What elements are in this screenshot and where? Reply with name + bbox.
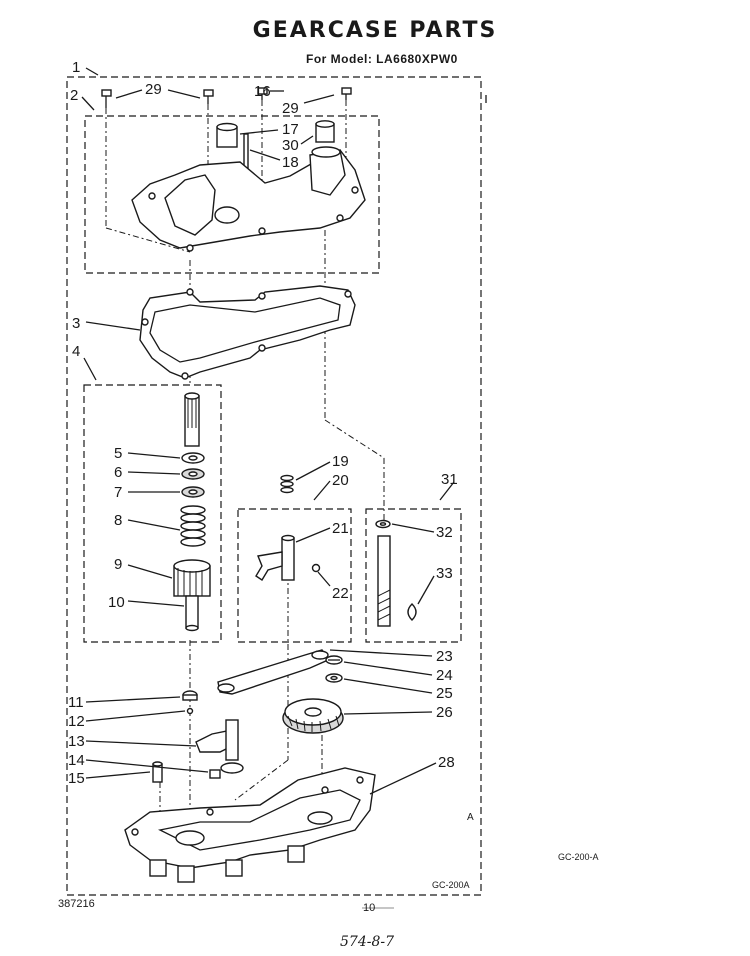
callout-18: 18 [282, 154, 299, 171]
callout-1: 1 [72, 59, 80, 76]
callout-12: 12 [68, 713, 85, 730]
shifter-lever [217, 649, 330, 695]
spring-19 [280, 474, 294, 494]
callout-24: 24 [436, 667, 453, 684]
pin-15 [152, 761, 163, 783]
figure-letter: A [467, 812, 474, 823]
callout-29-left: 29 [145, 81, 162, 98]
washer-6 [181, 468, 205, 480]
callout-21: 21 [332, 520, 349, 537]
page-title: GEARCASE PARTS [252, 18, 498, 43]
bushing-17 [216, 122, 238, 148]
clip-33 [407, 603, 417, 621]
callout-14: 14 [68, 752, 85, 769]
callout-29-right: 29 [282, 100, 299, 117]
worm-shaft-box [365, 508, 462, 643]
callout-33: 33 [436, 565, 453, 582]
figure-code-outer: GC-200-A [558, 852, 599, 862]
gasket [139, 285, 356, 379]
callout-19: 19 [332, 453, 349, 470]
model-line: For Model: LA6680XPW0 [306, 52, 458, 66]
bushing-30 [315, 120, 335, 143]
washer-25 [325, 673, 343, 683]
shaft-splined [184, 392, 200, 447]
pin-22 [311, 563, 321, 573]
callout-5: 5 [114, 445, 122, 462]
callout-16: 16 [254, 83, 271, 100]
callout-4: 4 [72, 343, 80, 360]
spring-8 [180, 505, 206, 547]
bushing-24 [325, 655, 343, 665]
shaft-assembly-box [83, 384, 222, 643]
screw-16 [257, 87, 268, 100]
washer-7 [181, 486, 205, 498]
cover-assembly-box [84, 115, 380, 274]
gearcase-base [124, 767, 376, 883]
bearing-11 [182, 690, 198, 701]
callout-13: 13 [68, 733, 85, 750]
callout-7: 7 [114, 484, 122, 501]
page-number: 10 [363, 902, 376, 914]
callout-22: 22 [332, 585, 349, 602]
screw-29-right [341, 87, 352, 100]
callout-30: 30 [282, 137, 299, 154]
callout-10: 10 [108, 594, 125, 611]
ball-12 [186, 707, 194, 715]
shifter-assembly-box [237, 508, 352, 643]
worm-shaft [377, 535, 391, 627]
handwritten-note: 574-8-7 [340, 934, 394, 950]
callout-32: 32 [436, 524, 453, 541]
callout-28: 28 [438, 754, 455, 771]
callout-11: 11 [68, 694, 84, 711]
document-number: 387216 [58, 898, 95, 910]
washer-5 [181, 452, 205, 464]
shifter-fork [255, 534, 295, 581]
callout-9: 9 [114, 556, 122, 573]
callout-8: 8 [114, 512, 122, 529]
drive-gear [282, 698, 344, 734]
screw-29-middle [203, 89, 214, 104]
callout-25: 25 [436, 685, 453, 702]
figure-code-inner: GC-200A [432, 880, 470, 890]
callout-17: 17 [282, 121, 299, 138]
callout-15: 15 [68, 770, 85, 787]
pinion-gear-9 [173, 559, 211, 597]
gearcase-cover [131, 146, 366, 252]
callout-6: 6 [114, 464, 122, 481]
callout-31: 31 [441, 471, 458, 488]
pinion-lever-13 [195, 719, 239, 761]
washer-32 [375, 519, 391, 529]
screw-29-left [101, 89, 112, 108]
callout-3: 3 [72, 315, 80, 332]
callout-23: 23 [436, 648, 453, 665]
cam-14 [209, 762, 244, 779]
callout-26: 26 [436, 704, 453, 721]
callout-20: 20 [332, 472, 349, 489]
shaft-10 [185, 595, 199, 632]
callout-2: 2 [70, 87, 78, 104]
